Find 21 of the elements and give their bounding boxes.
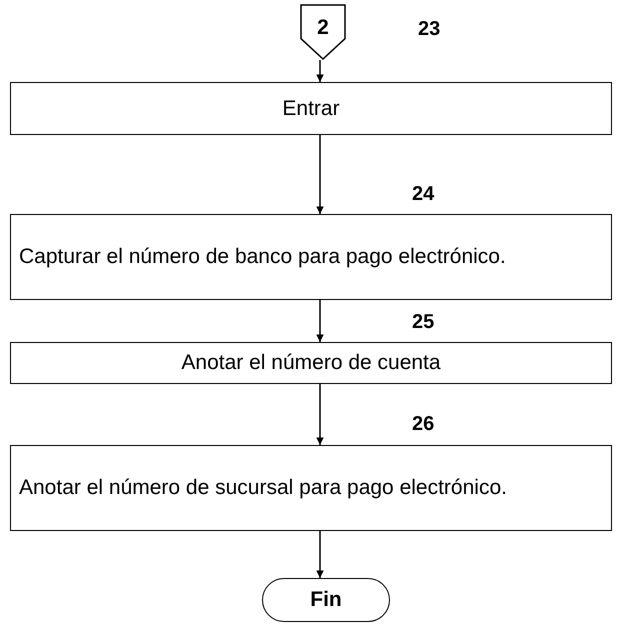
step-number: 25 — [412, 311, 434, 334]
process-box — [10, 445, 612, 531]
step-number: 26 — [412, 413, 434, 436]
process-box — [10, 214, 612, 300]
arrow — [316, 384, 324, 445]
arrow — [316, 60, 324, 82]
step-text: Capturar el número de banco para pago electrónico. — [19, 244, 507, 270]
step-text: Anotar el número de sucursal para pago electrónico. — [19, 475, 508, 502]
off-page-connector — [300, 4, 346, 60]
process-box — [10, 82, 612, 135]
step-text: Fin — [310, 587, 342, 614]
step-text: Entrar — [282, 96, 340, 122]
step-number: 24 — [412, 183, 434, 206]
terminator — [262, 578, 390, 622]
arrow — [316, 300, 324, 342]
step-text: Anotar el número de cuenta — [181, 350, 441, 376]
step-number: 23 — [418, 18, 440, 41]
arrow — [316, 531, 324, 578]
arrow — [316, 135, 324, 214]
process-box — [10, 342, 612, 384]
step-text: 2 — [317, 15, 329, 41]
